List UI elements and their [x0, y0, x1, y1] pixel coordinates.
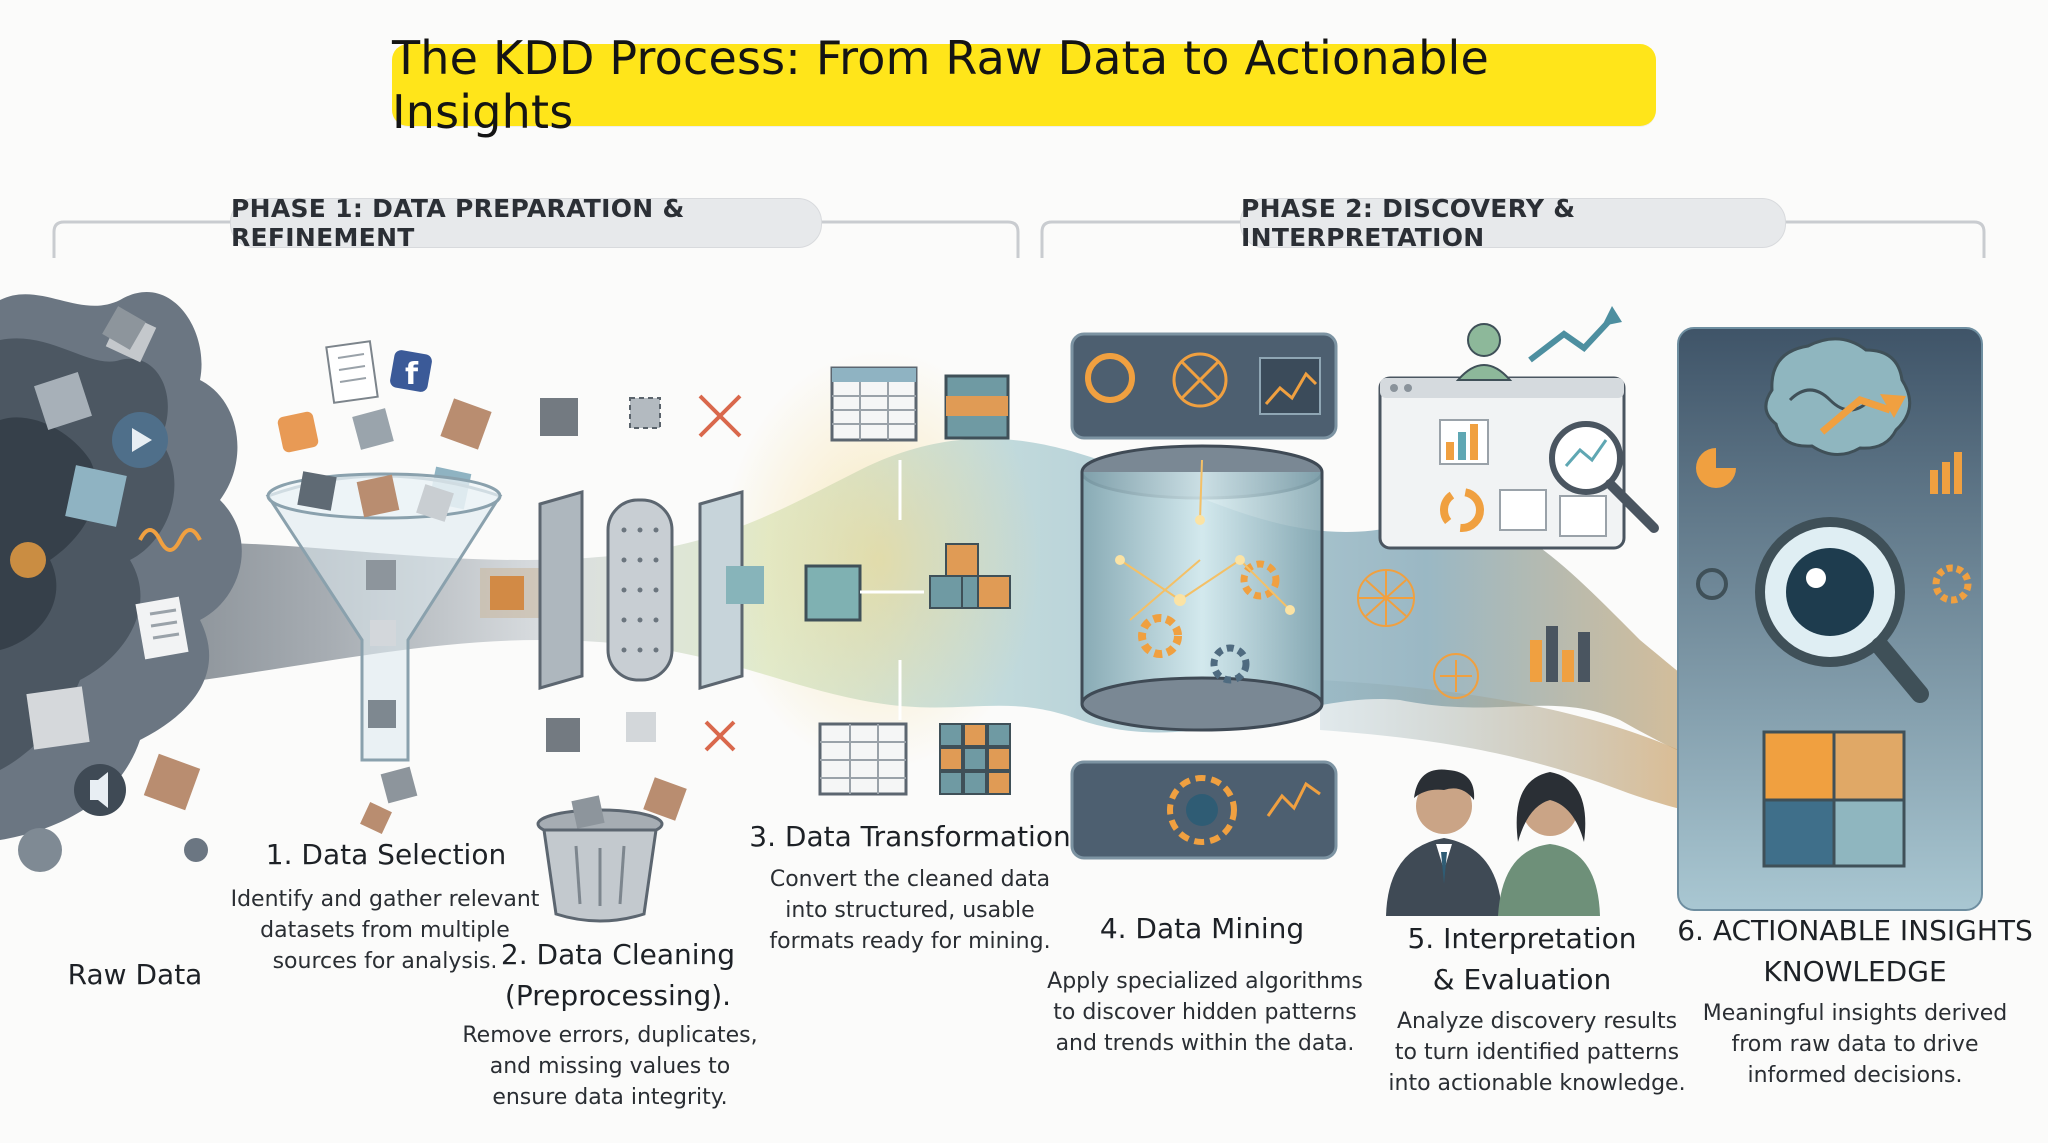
step-6-title-line: 6. ACTIONABLE INSIGHTS	[1677, 914, 2033, 947]
step-5-desc-line: into actionable knowledge.	[1388, 1071, 1686, 1096]
step-6-description: Meaningful insights derived from raw dat…	[1690, 998, 2020, 1091]
insight-panel	[1677, 327, 1983, 911]
trash-can-graphic	[536, 777, 687, 923]
step-1-desc-line: Identify and gather relevant	[230, 887, 540, 912]
step-4-desc-line: and trends within the data.	[1055, 1031, 1355, 1056]
step-5-description: Analyze discovery results to turn identi…	[1372, 1006, 1702, 1099]
step-5-title: 5. Interpretation & Evaluation	[1372, 918, 1672, 1000]
step-3-description: Convert the cleaned data into structured…	[740, 864, 1080, 957]
step-1-description: Identify and gather relevant datasets fr…	[200, 884, 570, 977]
page-title: The KDD Process: From Raw Data to Action…	[392, 31, 1656, 139]
step-4-desc-line: Apply specialized algorithms	[1047, 969, 1363, 994]
step-2-desc-line: Remove errors, duplicates,	[462, 1023, 758, 1048]
step-6-desc-line: from raw data to drive	[1731, 1032, 1979, 1057]
step-3-desc-line: into structured, usable	[785, 898, 1035, 923]
step-5-title-line: 5. Interpretation	[1407, 922, 1637, 955]
step-2-title-line: 2. Data Cleaning	[500, 938, 736, 971]
transformation-graphic	[804, 366, 1011, 796]
step-3-title-line: 3. Data Transformation	[749, 820, 1071, 853]
step-2-title: 2. Data Cleaning (Preprocessing).	[468, 934, 768, 1016]
step-5-desc-line: Analyze discovery results	[1396, 1009, 1678, 1034]
funnel-graphic: f	[265, 340, 503, 834]
step-5-title-line: & Evaluation	[1432, 963, 1612, 996]
step-1-desc-line: sources for analysis.	[272, 949, 498, 974]
raw-data-label: Raw Data	[67, 958, 203, 991]
step-5-desc-line: to turn identified patterns	[1394, 1040, 1680, 1065]
step-6-desc-line: Meaningful insights derived	[1702, 1001, 2008, 1026]
step-4-title-line: 4. Data Mining	[1099, 912, 1305, 945]
transform-glow	[720, 350, 1040, 770]
step-2-title-line: (Preprocessing).	[504, 979, 732, 1012]
svg-text:f: f	[405, 357, 419, 392]
step-6-title: 6. ACTIONABLE INSIGHTS KNOWLEDGE	[1670, 910, 2040, 992]
interpretation-graphic	[1357, 306, 1659, 699]
step-4-title: 4. Data Mining	[1052, 908, 1352, 949]
step-6-title-line: KNOWLEDGE	[1763, 955, 1947, 988]
step-2-description: Remove errors, duplicates, and missing v…	[440, 1020, 780, 1113]
step-1-title: 1. Data Selection	[226, 834, 546, 875]
step-4-desc-line: to discover hidden patterns	[1053, 1000, 1357, 1025]
step-1-title-line: 1. Data Selection	[265, 838, 507, 871]
cleaning-filters	[480, 394, 764, 752]
evaluators-graphic	[1386, 769, 1600, 916]
step-3-desc-line: formats ready for mining.	[769, 929, 1051, 954]
step-3-desc-line: Convert the cleaned data	[769, 867, 1051, 892]
step-3-title: 3. Data Transformation	[730, 816, 1090, 857]
step-1-desc-line: datasets from multiple	[260, 918, 510, 943]
step-2-desc-line: ensure data integrity.	[492, 1085, 728, 1110]
mining-machine	[1070, 332, 1338, 860]
phase-1-label: PHASE 1: DATA PREPARATION & REFINEMENT	[230, 194, 822, 252]
phase-2-label: PHASE 2: DISCOVERY & INTERPRETATION	[1240, 194, 1786, 252]
raw-data-cloud	[0, 291, 242, 872]
step-6-desc-line: informed decisions.	[1747, 1063, 1963, 1088]
step-2-desc-line: and missing values to	[489, 1054, 731, 1079]
step-4-description: Apply specialized algorithms to discover…	[1040, 966, 1370, 1059]
